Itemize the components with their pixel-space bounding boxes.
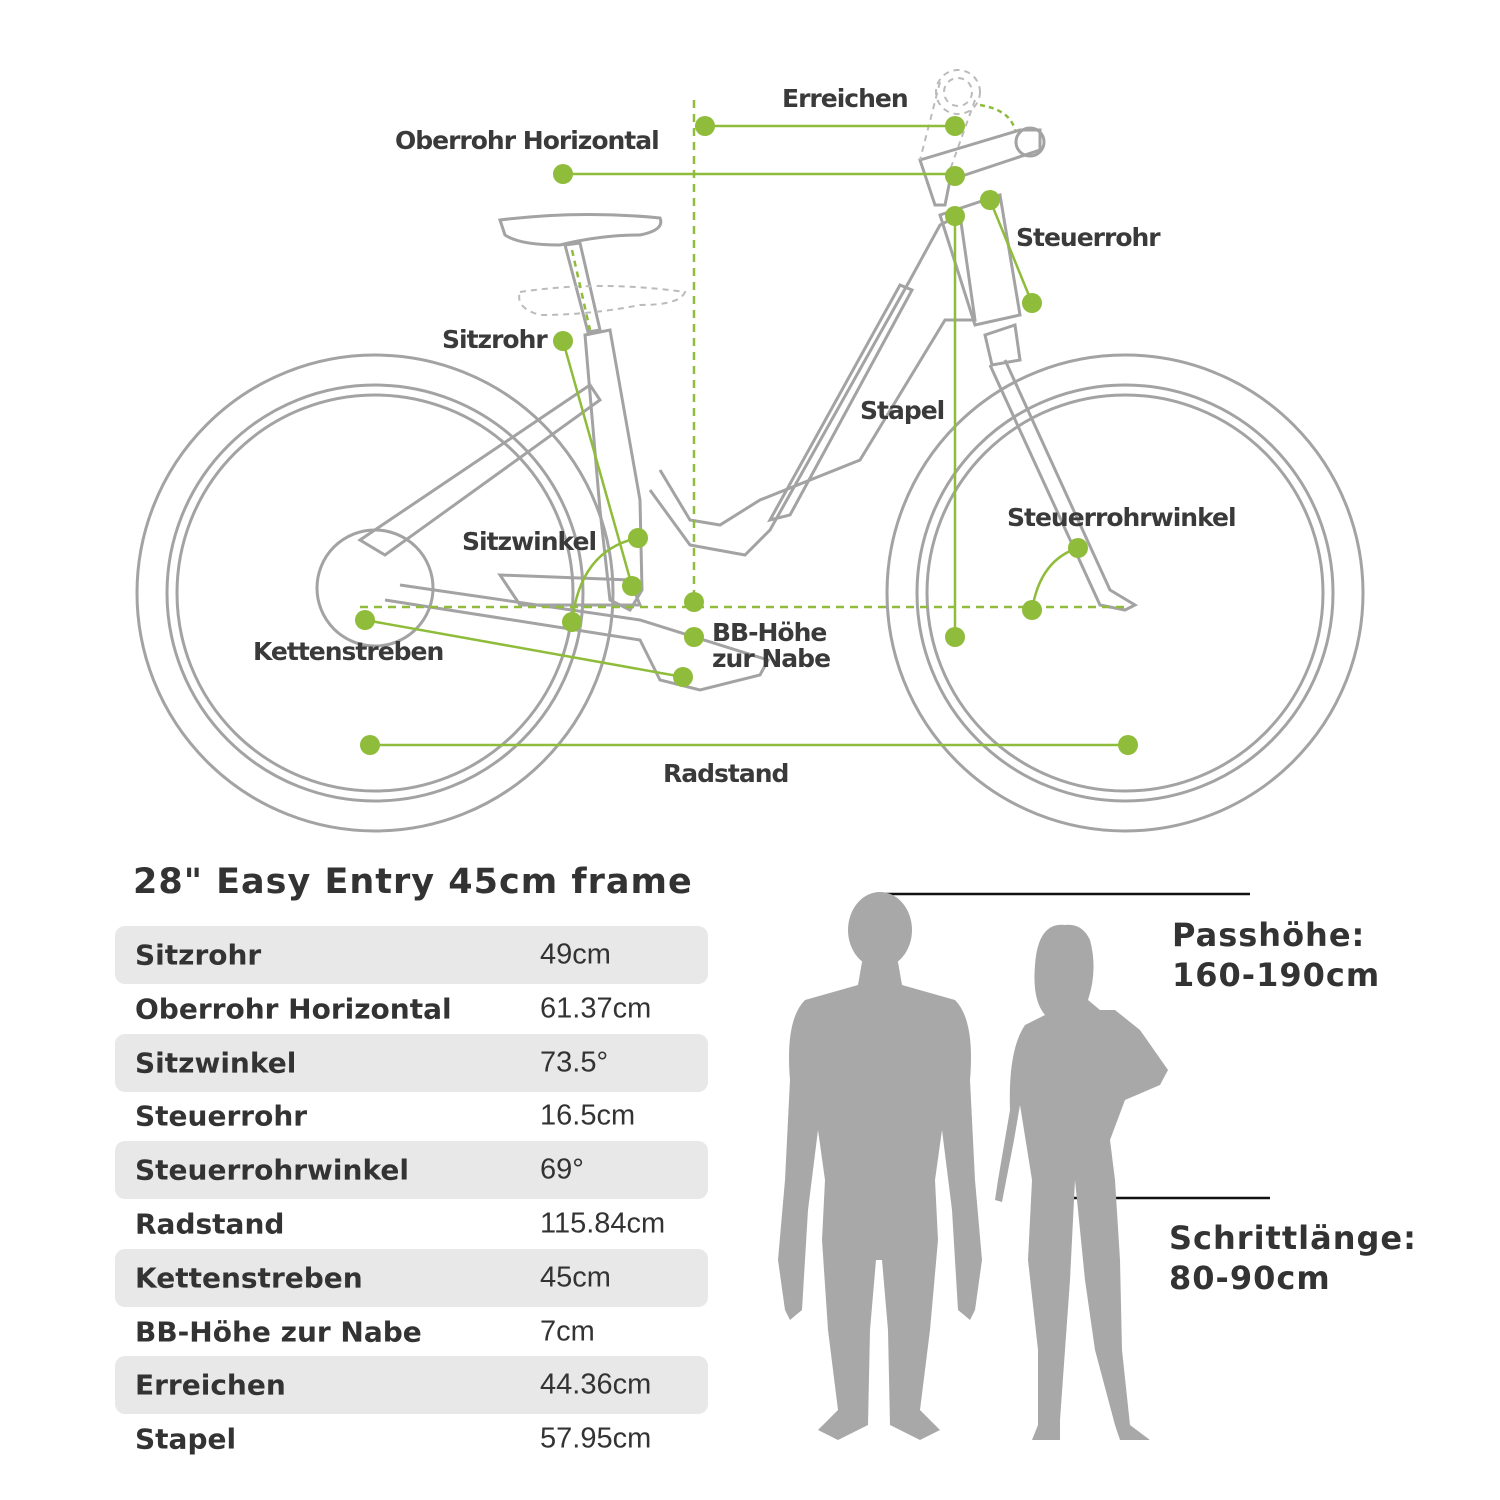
bike-frame-outline <box>135 126 1365 833</box>
row-value: 7cm <box>540 1315 595 1348</box>
row-value: 73.5° <box>540 1046 609 1079</box>
label-sitzrohr: Sitzrohr <box>442 325 548 354</box>
label-sitzwinkel: Sitzwinkel <box>462 527 596 556</box>
table-row: Radstand 115.84cm <box>115 1197 708 1251</box>
label-radstand: Radstand <box>663 759 788 788</box>
row-value: 61.37cm <box>540 992 652 1025</box>
row-value: 45cm <box>540 1261 611 1294</box>
table-row: Sitzrohr 49cm <box>115 926 708 984</box>
table-row: Steuerrohr 16.5cm <box>115 1090 708 1144</box>
label-erreichen: Erreichen <box>782 84 908 113</box>
passhoehe: Passhöhe: 160-190cm <box>1172 915 1380 995</box>
measurement-points <box>355 116 1138 755</box>
row-label: Steuerrohr <box>135 1099 308 1133</box>
lowered-position-ghost <box>518 69 981 317</box>
bike-geometry-diagram: Erreichen Oberrohr Horizontal Steuerrohr… <box>135 69 1365 833</box>
row-label: Erreichen <box>135 1368 286 1402</box>
row-label: Sitzrohr <box>135 938 262 972</box>
table-row: Oberrohr Horizontal 61.37cm <box>115 982 708 1036</box>
female-silhouette <box>995 924 1168 1440</box>
table-row: Kettenstreben 45cm <box>115 1248 708 1307</box>
row-value: 69° <box>540 1153 584 1186</box>
row-label: Stapel <box>135 1422 237 1456</box>
schrittlaenge: Schrittlänge: 80-90cm <box>1169 1218 1417 1298</box>
row-label: BB-Höhe zur Nabe <box>135 1315 422 1349</box>
rear-wheel <box>135 353 615 833</box>
measurement-lines <box>360 100 1130 747</box>
rider-silhouettes <box>778 892 1270 1440</box>
label-stapel: Stapel <box>860 396 944 425</box>
row-value: 44.36cm <box>540 1368 652 1401</box>
passhoehe-label: Passhöhe: <box>1172 916 1366 954</box>
row-label: Oberrohr Horizontal <box>135 992 452 1026</box>
table-row: Stapel 57.95cm <box>115 1412 708 1466</box>
table-row: Steuerrohrwinkel 69° <box>115 1141 708 1200</box>
row-value: 49cm <box>540 938 611 971</box>
geometry-table-title: 28" Easy Entry 45cm frame <box>133 862 693 902</box>
row-value: 57.95cm <box>540 1422 652 1455</box>
table-row: Sitzwinkel 73.5° <box>115 1033 708 1092</box>
row-value: 115.84cm <box>540 1207 666 1240</box>
label-bb-hoehe-line1: BB-Höhe <box>712 618 826 647</box>
row-value: 16.5cm <box>540 1099 636 1132</box>
schrittlaenge-label: Schrittlänge: <box>1169 1219 1417 1257</box>
row-label: Sitzwinkel <box>135 1046 297 1080</box>
front-wheel <box>885 353 1365 833</box>
row-label: Radstand <box>135 1207 285 1241</box>
row-label: Kettenstreben <box>135 1261 363 1295</box>
passhoehe-value: 160-190cm <box>1172 956 1381 994</box>
row-label: Steuerrohrwinkel <box>135 1153 409 1187</box>
table-row: Erreichen 44.36cm <box>115 1356 708 1415</box>
label-oberrohr-horizontal: Oberrohr Horizontal <box>395 126 659 155</box>
male-silhouette <box>778 892 982 1440</box>
schrittlaenge-value: 80-90cm <box>1169 1259 1331 1297</box>
table-row: BB-Höhe zur Nabe 7cm <box>115 1305 708 1359</box>
label-steuerrohrwinkel: Steuerrohrwinkel <box>1007 503 1236 532</box>
label-bb-hoehe-line2: zur Nabe <box>712 644 830 673</box>
label-steuerrohr: Steuerrohr <box>1016 223 1161 252</box>
label-kettenstreben: Kettenstreben <box>253 637 443 666</box>
